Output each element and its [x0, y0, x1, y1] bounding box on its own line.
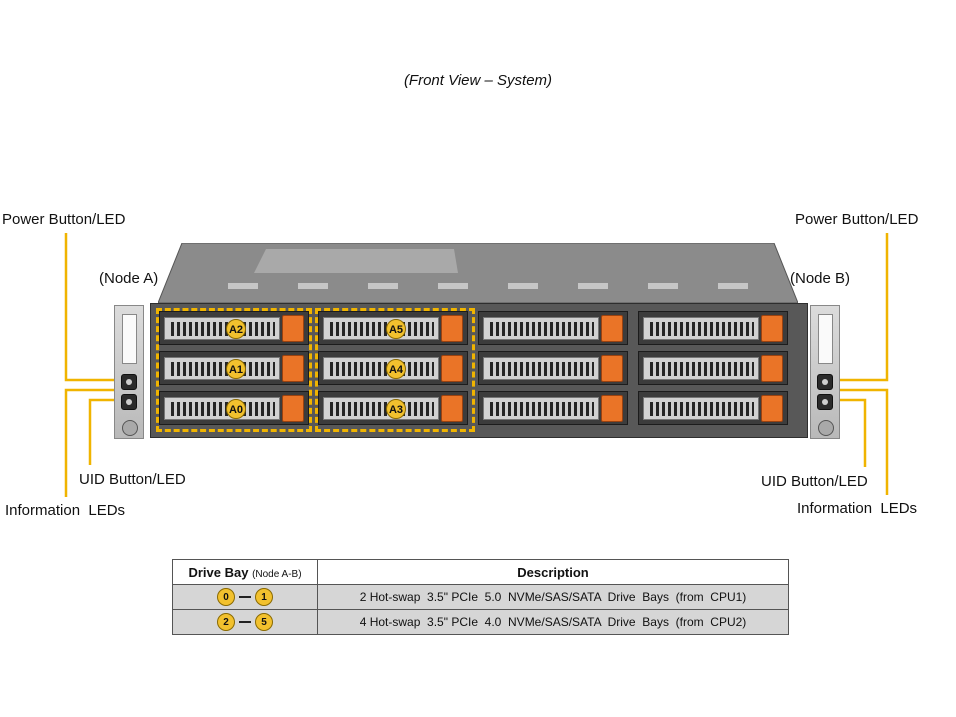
drive-bay-a1[interactable] [159, 351, 309, 385]
bay-badge: A1 [226, 359, 246, 379]
bay-badge: A0 [226, 399, 246, 419]
header-drive-bay: Drive Bay (Node A-B) [172, 559, 318, 585]
callout-power-right [826, 233, 889, 382]
power-button-node-a[interactable] [121, 374, 137, 390]
label-uid-right: UID Button/LED [761, 473, 868, 490]
drive-bay-a2[interactable] [159, 311, 309, 345]
bay-number-badge: 2 [217, 613, 235, 631]
bay-range-cell: 2 5 [172, 609, 318, 635]
bay-badge: A4 [386, 359, 406, 379]
range-dash [239, 596, 251, 598]
power-button-node-b[interactable] [817, 374, 833, 390]
table-header-row: Drive Bay (Node A-B) Description [172, 559, 789, 585]
table-row: 2 5 4 Hot-swap 3.5" PCIe 4.0 NVMe/SAS/SA… [172, 609, 789, 635]
drive-bay-b[interactable] [478, 311, 628, 345]
callout-info-right [826, 388, 889, 495]
drive-bay-table: Drive Bay (Node A-B) Description 0 1 2 H… [172, 559, 789, 635]
bay-badge: A2 [226, 319, 246, 339]
label-node-b: (Node B) [790, 270, 851, 287]
service-tag [122, 314, 137, 364]
table-row: 0 1 2 Hot-swap 3.5" PCIe 5.0 NVMe/SAS/SA… [172, 584, 789, 610]
drive-bay-a3[interactable] [318, 391, 468, 425]
node-a-bay-group-2 [315, 308, 475, 432]
drive-bay-b[interactable] [638, 391, 788, 425]
drive-bay-b[interactable] [478, 351, 628, 385]
label-info-right: Information LEDs [797, 500, 918, 517]
control-panel-node-b [810, 305, 840, 439]
range-dash [239, 621, 251, 623]
bay-badge: A3 [386, 399, 406, 419]
label-node-a: (Node A) [99, 270, 159, 287]
thumbscrew-icon [818, 420, 834, 436]
label-info-left: Information LEDs [5, 502, 126, 519]
callout-uid-left [88, 398, 125, 465]
description-cell: 2 Hot-swap 3.5" PCIe 5.0 NVMe/SAS/SATA D… [317, 584, 789, 610]
control-panel-node-a [114, 305, 144, 439]
uid-button-node-b[interactable] [817, 394, 833, 410]
drive-bay-b[interactable] [638, 351, 788, 385]
bay-number-badge: 5 [255, 613, 273, 631]
drive-bay-b[interactable] [478, 391, 628, 425]
label-uid-left: UID Button/LED [79, 471, 186, 488]
header-drive-bay-note: (Node A-B) [252, 568, 302, 580]
figure-caption: (Front View – System) [403, 72, 553, 89]
chassis-top [158, 243, 798, 304]
drive-bay-a0[interactable] [159, 391, 309, 425]
service-tag [818, 314, 833, 364]
callout-power-left [64, 233, 125, 382]
bay-number-badge: 0 [217, 588, 235, 606]
description-cell: 4 Hot-swap 3.5" PCIe 4.0 NVMe/SAS/SATA D… [317, 609, 789, 635]
label-power-left: Power Button/LED [2, 211, 126, 228]
label-power-right: Power Button/LED [795, 211, 919, 228]
thumbscrew-icon [122, 420, 138, 436]
header-drive-bay-label: Drive Bay [188, 564, 249, 580]
drive-bay-b[interactable] [638, 311, 788, 345]
bay-number-badge: 1 [255, 588, 273, 606]
header-description: Description [317, 559, 789, 585]
bay-range-cell: 0 1 [172, 584, 318, 610]
bay-badge: A5 [386, 319, 406, 339]
uid-button-node-a[interactable] [121, 394, 137, 410]
node-a-bay-group-1 [156, 308, 312, 432]
callout-info-left [64, 388, 125, 497]
